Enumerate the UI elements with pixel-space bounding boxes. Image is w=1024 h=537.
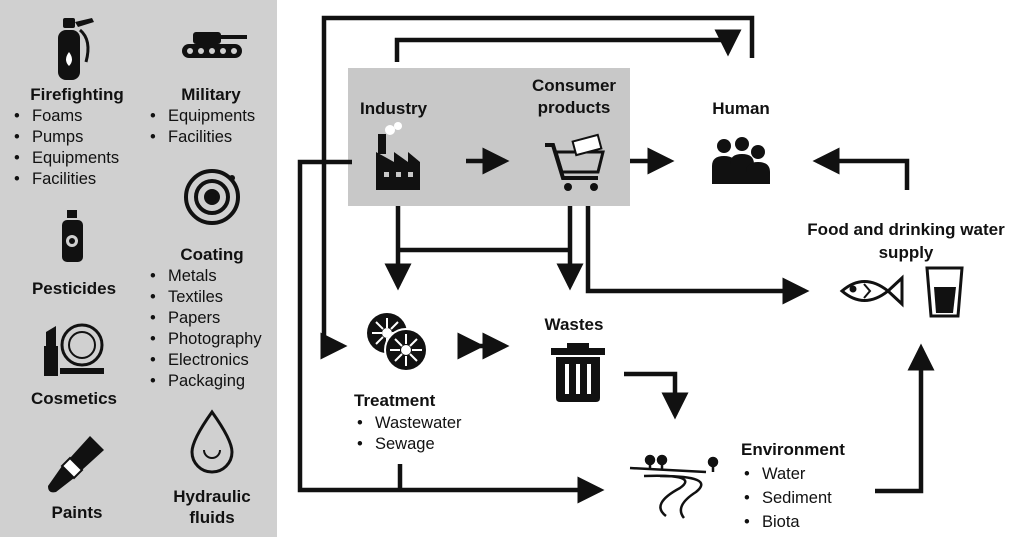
list-item: Papers bbox=[146, 308, 262, 329]
list-item: Packaging bbox=[146, 371, 262, 392]
trash-can-icon bbox=[551, 343, 605, 402]
treatment-label: Treatment bbox=[354, 391, 436, 410]
list-item: Sediment bbox=[740, 486, 832, 510]
military-list: Equipments Facilities bbox=[146, 106, 255, 148]
food-label-line1: Food and drinking water bbox=[807, 220, 1005, 239]
list-item: Electronics bbox=[146, 350, 262, 371]
list-item: Equipments bbox=[10, 148, 119, 169]
arrow-outer-loop-to-human bbox=[320, 15, 755, 360]
firefighting-title: Firefighting bbox=[30, 85, 124, 104]
military-title: Military bbox=[181, 85, 241, 104]
list-item: Equipments bbox=[146, 106, 255, 127]
list-item: Facilities bbox=[10, 169, 119, 190]
arrow-environment-to-food bbox=[875, 343, 935, 494]
factory-icon bbox=[376, 122, 420, 190]
lipstick-icon bbox=[44, 323, 104, 376]
coating-list: Metals Textiles Papers Photography Elect… bbox=[146, 266, 262, 392]
environment-list: Water Sediment Biota bbox=[740, 462, 832, 534]
list-item: Wastewater bbox=[353, 413, 462, 434]
list-item: Water bbox=[740, 462, 832, 486]
list-item: Foams bbox=[10, 106, 119, 127]
spray-can-icon bbox=[62, 210, 83, 262]
shopping-cart-icon bbox=[545, 133, 605, 191]
cosmetics-title: Cosmetics bbox=[31, 389, 117, 408]
list-item: Metals bbox=[146, 266, 262, 287]
river-icon bbox=[629, 454, 719, 519]
fish-icon bbox=[839, 274, 904, 308]
list-item: Biota bbox=[740, 510, 832, 534]
pesticides-title: Pesticides bbox=[31, 279, 117, 298]
drop-icon bbox=[190, 409, 234, 474]
arrow-food-to-human bbox=[812, 147, 910, 190]
coating-title: Coating bbox=[180, 245, 244, 264]
paints-title: Paints bbox=[51, 503, 103, 522]
human-label: Human bbox=[712, 99, 770, 118]
list-item: Pumps bbox=[10, 127, 119, 148]
hydraulic-title-line2: fluids bbox=[189, 508, 235, 527]
arrow-wastes-to-environment bbox=[624, 371, 689, 420]
wastes-label: Wastes bbox=[544, 315, 604, 334]
arrow-industry-to-environment bbox=[297, 159, 605, 504]
target-icon bbox=[184, 169, 240, 225]
fire-extinguisher-icon bbox=[58, 18, 94, 80]
list-item: Sewage bbox=[353, 434, 462, 455]
hydraulic-title-line1: Hydraulic bbox=[173, 487, 251, 506]
environment-label: Environment bbox=[741, 440, 845, 459]
consumer-label-line1: Consumer bbox=[531, 76, 617, 95]
glass-icon bbox=[925, 266, 964, 318]
consumer-label-line2: products bbox=[537, 98, 611, 117]
people-icon bbox=[712, 137, 770, 184]
list-item: Photography bbox=[146, 329, 262, 350]
list-item: Facilities bbox=[146, 127, 255, 148]
treatment-icon bbox=[367, 313, 428, 372]
firefighting-list: Foams Pumps Equipments Facilities bbox=[10, 106, 119, 190]
arrow-industry-to-human bbox=[394, 29, 742, 62]
industry-label: Industry bbox=[360, 99, 428, 118]
paintbrush-icon bbox=[48, 436, 104, 493]
list-item: Textiles bbox=[146, 287, 262, 308]
food-label-line2: supply bbox=[878, 243, 934, 262]
arrow-consumer-to-food bbox=[585, 206, 810, 305]
tank-icon bbox=[182, 32, 247, 58]
treatment-list: Wastewater Sewage bbox=[353, 413, 462, 455]
